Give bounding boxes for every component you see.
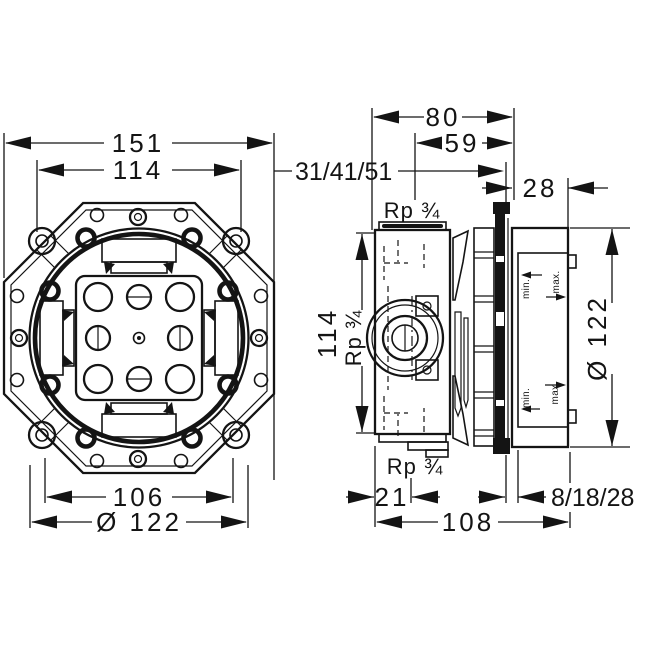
side-view: min. max. min. max. — [365, 202, 577, 458]
dim-31-41-51: 31/41/51 — [274, 158, 504, 186]
min-lower-label: min. — [521, 388, 532, 408]
rough-in-box — [510, 226, 577, 449]
hidden-edges — [383, 240, 425, 436]
octagon-outer — [2, 201, 276, 475]
octagon-inner — [10, 209, 268, 467]
dim-108-label: 108 — [442, 507, 494, 537]
slot-wedges — [62, 262, 216, 414]
dim-diameter-side: Ø 122 — [582, 229, 619, 446]
dim-151-label: 151 — [112, 128, 164, 158]
dim-28-label: 28 — [523, 173, 558, 203]
thread-top-label: Rp ¾ — [384, 198, 441, 223]
dim-80-label: 80 — [426, 102, 461, 132]
corner-lugs — [27, 226, 251, 450]
top-port — [378, 221, 447, 231]
side-view-dimensions: 80 59 31/41/51 28 114 Rp ¾ — [274, 102, 634, 537]
flat-screw-holes — [9, 207, 269, 469]
wall-level-markers: min. max. min. max. — [521, 271, 566, 413]
retaining-clips — [452, 229, 470, 447]
side-port-boss — [365, 298, 445, 378]
dim-114-label: 114 — [113, 155, 163, 185]
dim-114-side: 114 Rp ¾ — [312, 234, 369, 432]
seal-bar — [493, 202, 510, 454]
dim-59-label: 59 — [445, 128, 480, 158]
flange-circle-inner — [32, 231, 246, 445]
thread-side-label: Rp ¾ — [341, 310, 366, 367]
dim-8-18-28-label: 8/18/28 — [551, 484, 634, 512]
dim-diameter-front: Ø 122 — [31, 507, 247, 537]
dim-80: 80 — [373, 102, 513, 132]
thread-bottom-label: Rp ¾ — [387, 454, 444, 479]
bottom-port — [378, 433, 447, 443]
min-upper-label: min. — [521, 279, 532, 299]
dim-59: 59 — [416, 128, 513, 158]
front-view-dimensions: 151 114 106 Ø 122 — [3, 128, 275, 537]
dim-108: 108 — [376, 507, 569, 537]
dim-106: 106 — [46, 482, 232, 512]
dim-106-label: 106 — [113, 482, 165, 512]
max-lower-label: max. — [550, 382, 561, 405]
dim-diameter-side-label: Ø 122 — [582, 295, 612, 381]
max-upper-label: max. — [551, 271, 562, 294]
dim-151: 151 — [5, 128, 273, 158]
flange-circle-outer — [28, 227, 250, 449]
edge-bosses — [9, 207, 269, 469]
function-block — [74, 274, 204, 402]
dim-114-side-label: 114 — [312, 308, 342, 358]
dim-31-41-51-label: 31/41/51 — [295, 158, 392, 186]
dim-28: 28 — [482, 173, 608, 203]
fixing-screws — [39, 227, 239, 449]
dim-21: 21 — [346, 482, 440, 512]
carrier-strip — [473, 227, 495, 447]
dim-21-label: 21 — [375, 482, 410, 512]
dim-114: 114 — [38, 155, 240, 185]
port-holes — [82, 281, 196, 395]
front-view — [2, 201, 276, 475]
boss-pads — [415, 295, 439, 381]
dim-8-18-28: 8/18/28 — [478, 484, 634, 512]
dim-diameter-front-label: Ø 122 — [96, 507, 182, 537]
